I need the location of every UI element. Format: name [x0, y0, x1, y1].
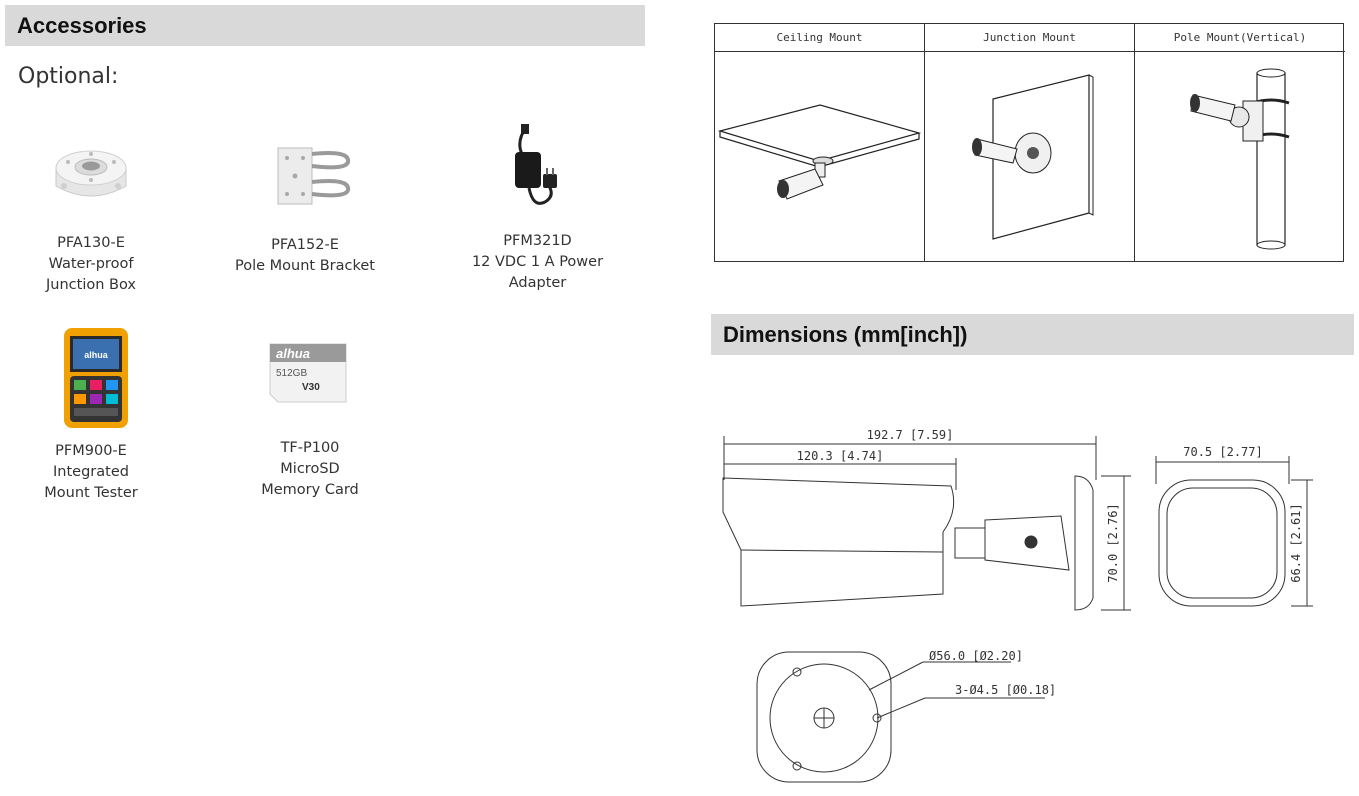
junction-box-icon — [55, 150, 127, 197]
card-class: V30 — [302, 382, 320, 393]
base-diameter-label: Ø56.0 [Ø2.20] — [929, 649, 1023, 663]
housing-length-label: 120.3 [4.74] — [797, 449, 884, 463]
accessory-desc: Water-proof — [48, 256, 134, 272]
microsd-card-icon: alhua 512GB V30 — [269, 343, 347, 403]
accessory-model: PFM321D — [503, 233, 572, 249]
optional-label: Optional: — [18, 64, 119, 89]
accessory-desc: Integrated — [53, 464, 129, 480]
column-header: Ceiling Mount — [715, 24, 924, 52]
front-width-label: 70.5 [2.77] — [1183, 445, 1262, 459]
column-header: Junction Mount — [925, 24, 1134, 52]
accessory-model: TF-P100 — [280, 440, 340, 456]
accessory-model: PFA130-E — [57, 235, 125, 251]
column-header: Pole Mount(Vertical) — [1135, 24, 1345, 52]
accessories-heading: Accessories — [5, 5, 645, 46]
accessory-model: PFM900-E — [55, 443, 127, 459]
dimensions-heading: Dimensions (mm[inch]) — [711, 314, 1354, 355]
pole-mount-illustration — [1190, 68, 1290, 250]
card-capacity: 512GB — [276, 368, 307, 379]
pole-mount-column: Pole Mount(Vertical) — [1135, 24, 1345, 261]
accessory-desc: Mount Tester — [44, 485, 138, 501]
accessory-desc: Pole Mount Bracket — [235, 258, 375, 274]
dimension-drawing: 192.7 [7.59] 120.3 [4.74] 70.0 [2.76] 70… — [722, 428, 1313, 783]
junction-mount-illustration — [972, 74, 1094, 240]
accessory-model: PFA152-E — [271, 237, 339, 253]
ceiling-mount-column: Ceiling Mount — [715, 24, 925, 261]
accessory-desc: 12 VDC 1 A Power — [471, 254, 604, 270]
ceiling-mount-illustration — [717, 104, 922, 200]
overall-length-label: 192.7 [7.59] — [867, 428, 954, 442]
height-label: 70.0 [2.76] — [1106, 503, 1120, 582]
accessory-desc: Adapter — [508, 275, 567, 291]
accessory-desc: MicroSD — [280, 461, 340, 477]
front-height-label: 66.4 [2.61] — [1289, 503, 1303, 582]
mount-tester-icon: alhua — [64, 328, 128, 428]
power-adapter-icon — [515, 124, 557, 205]
pole-bracket-icon — [277, 147, 351, 205]
svg-text:alhua: alhua — [84, 350, 109, 360]
junction-mount-column: Junction Mount — [925, 24, 1135, 261]
accessory-desc: Junction Box — [46, 277, 136, 293]
card-brand: alhua — [276, 346, 310, 361]
mount-options-table: Ceiling Mount Junction Mount Pole Mount(… — [714, 23, 1345, 262]
accessory-desc: Memory Card — [261, 482, 359, 498]
holes-label: 3-Ø4.5 [Ø0.18] — [955, 683, 1056, 697]
